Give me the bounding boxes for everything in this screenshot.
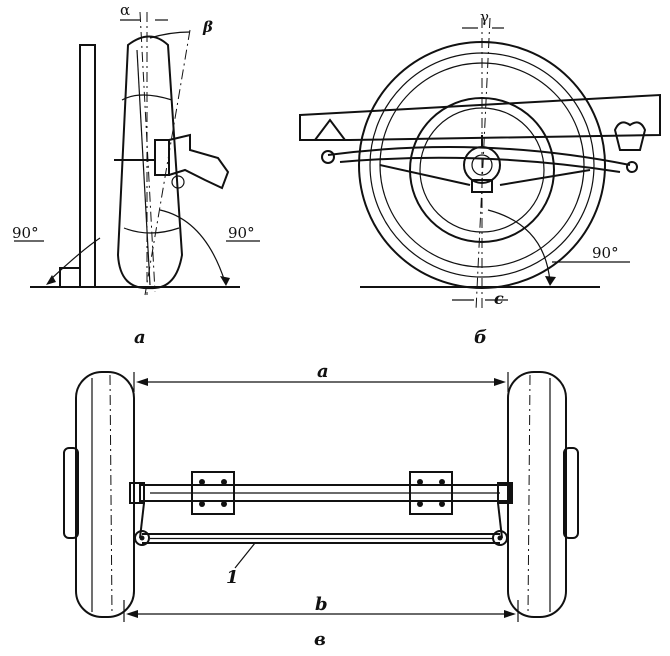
hub-b-inner xyxy=(471,154,493,176)
beta-arc xyxy=(149,31,191,39)
reference-post xyxy=(79,44,96,288)
right-spring-pad xyxy=(409,471,453,515)
bolt-r1 xyxy=(417,479,423,485)
bolt-r3 xyxy=(417,501,423,507)
hub-a xyxy=(154,139,170,176)
left-wheel-axis xyxy=(109,374,113,616)
b-90-label: 90° xyxy=(592,244,619,262)
caption-a: а xyxy=(134,327,146,348)
post-foot xyxy=(59,267,80,287)
tie-rod-pin-left xyxy=(139,535,145,541)
spring-eye-rear xyxy=(626,161,638,173)
leaf-spring-low-right xyxy=(499,169,591,186)
part-1-label: 1 xyxy=(226,567,239,588)
right-knuckle xyxy=(497,482,513,504)
right-wheel-hubcap xyxy=(563,447,579,539)
leaf-spring-low-left xyxy=(379,164,471,186)
leaf-spring-mid xyxy=(339,156,621,173)
left-spring-pad xyxy=(191,471,235,515)
kingpin-axis-b xyxy=(475,17,491,311)
arc-right-90 xyxy=(159,209,226,283)
bolt-l3 xyxy=(199,501,205,507)
wheel-axis-a xyxy=(139,11,156,293)
c-label: c xyxy=(494,289,504,308)
knuckle-pin xyxy=(171,175,185,189)
arc-left-90 xyxy=(49,237,101,281)
dim-a-label: a xyxy=(317,361,329,382)
arrow-left-90 xyxy=(46,275,56,285)
left-wheel-hubcap xyxy=(63,447,79,539)
wheel-inner-line xyxy=(136,49,151,286)
tread-break-bottom xyxy=(123,227,180,234)
beta-label: β xyxy=(202,18,213,36)
dim-b-arrow-right xyxy=(504,610,516,618)
spring-eye-front xyxy=(321,150,335,164)
view-c: a b 1 в xyxy=(63,361,579,650)
arrow-right-90 xyxy=(220,276,230,286)
right-steering-arm xyxy=(497,502,503,539)
knuckle-arm xyxy=(168,133,230,190)
bolt-l1 xyxy=(199,479,205,485)
dim-a-arrow-left xyxy=(136,378,148,386)
right-90-label: 90° xyxy=(228,224,255,242)
right-wheel-axis xyxy=(527,374,531,616)
alpha-label: α xyxy=(120,1,130,19)
right-wheel xyxy=(507,371,567,618)
wheel-profile-a xyxy=(116,35,184,290)
axle-beam xyxy=(139,484,511,502)
rear-bracket xyxy=(613,121,647,151)
bolt-r4 xyxy=(439,501,445,507)
left-wheel xyxy=(75,371,135,618)
dim-b-arrow-left xyxy=(126,610,138,618)
dim-b-label: b xyxy=(315,594,328,615)
kingpin-axis-a xyxy=(144,29,191,296)
part-1-leader xyxy=(234,542,256,569)
gamma-label: γ xyxy=(480,8,489,26)
dim-a-arrow-right xyxy=(494,378,506,386)
tie-rod-end-right xyxy=(492,530,508,546)
bolt-l2 xyxy=(221,479,227,485)
bolt-l4 xyxy=(221,501,227,507)
caption-b: б xyxy=(474,327,487,348)
left-knuckle xyxy=(129,482,145,504)
tie-rod-end-left xyxy=(134,530,150,546)
left-90-label: 90° xyxy=(12,224,39,242)
front-bracket xyxy=(313,118,347,141)
arc-b-90 xyxy=(487,209,551,283)
tie-rod-pin-right xyxy=(497,535,503,541)
view-a: α β 90° 90° а xyxy=(12,1,260,348)
bolt-r2 xyxy=(439,479,445,485)
arrow-b-90 xyxy=(545,276,556,286)
frame-rail xyxy=(299,93,661,141)
view-b: γ c 90° б xyxy=(299,8,661,348)
tread-break-top xyxy=(121,94,173,101)
left-steering-arm xyxy=(139,502,145,539)
caption-c: в xyxy=(314,629,326,650)
